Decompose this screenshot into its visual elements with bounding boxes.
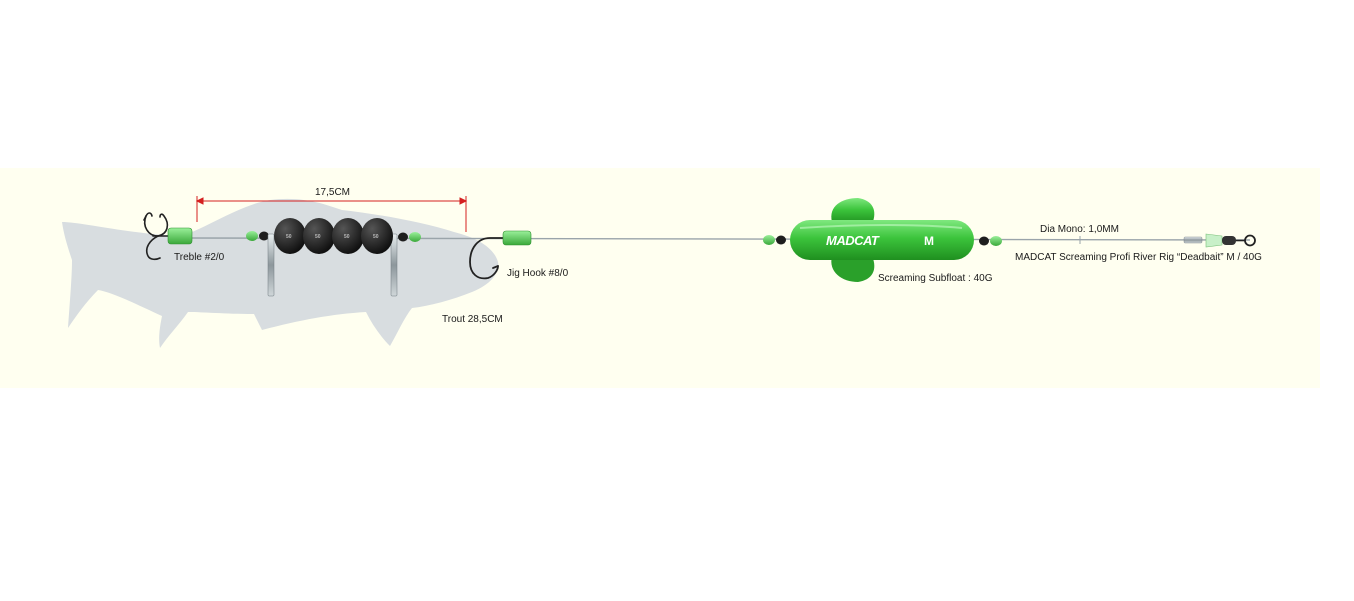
bead-green-1: [246, 231, 258, 241]
jig-hook-icon: [469, 237, 506, 280]
weight-ball: [332, 218, 364, 254]
weight-label: 50: [286, 234, 292, 240]
treble-sleeve: [167, 227, 193, 245]
float-logo: MADCAT: [826, 233, 880, 248]
swivel-icon: [1222, 234, 1256, 247]
float-body: [790, 220, 974, 260]
rattle-pin-left: [267, 233, 275, 297]
weight-ball: [274, 218, 306, 254]
swivel-sleeve: [1205, 233, 1223, 248]
dia-mono-label: Dia Mono: 1,0MM: [1040, 224, 1119, 235]
crimp-sleeve: [1183, 236, 1203, 244]
weight-chain: 50 50 50 50: [274, 218, 393, 254]
weight-ball: [361, 218, 393, 254]
subfloat-label: Screaming Subfloat : 40G: [878, 273, 993, 284]
weight-label: 50: [344, 234, 350, 240]
bead-green-4: [990, 236, 1002, 246]
float-size-letter: M: [924, 234, 934, 248]
weight-label: 50: [373, 234, 379, 240]
weight-ball: [303, 218, 335, 254]
subfloat-icon: MADCAT M: [790, 198, 974, 282]
jig-hook-sleeve: [502, 230, 532, 246]
jig-hook-label: Jig Hook #8/0: [507, 268, 569, 279]
bead-green-3: [763, 235, 775, 245]
rig-title-label: MADCAT Screaming Profi River Rig “Deadba…: [1015, 252, 1262, 263]
trout-label: Trout 28,5CM: [442, 314, 503, 325]
measurement-bracket: [195, 196, 468, 232]
bead-green-2: [409, 232, 421, 242]
rattle-pin-right: [390, 233, 398, 297]
bead-black-3: [776, 235, 786, 245]
measurement-label: 17,5CM: [315, 187, 350, 198]
bead-black-4: [979, 236, 989, 246]
float-fin-top: [831, 198, 875, 224]
bead-black-2: [398, 232, 408, 242]
float-fin-bottom: [831, 256, 875, 282]
bead-black-1: [259, 231, 269, 241]
weight-label: 50: [315, 234, 321, 240]
treble-label: Treble #2/0: [174, 252, 225, 263]
